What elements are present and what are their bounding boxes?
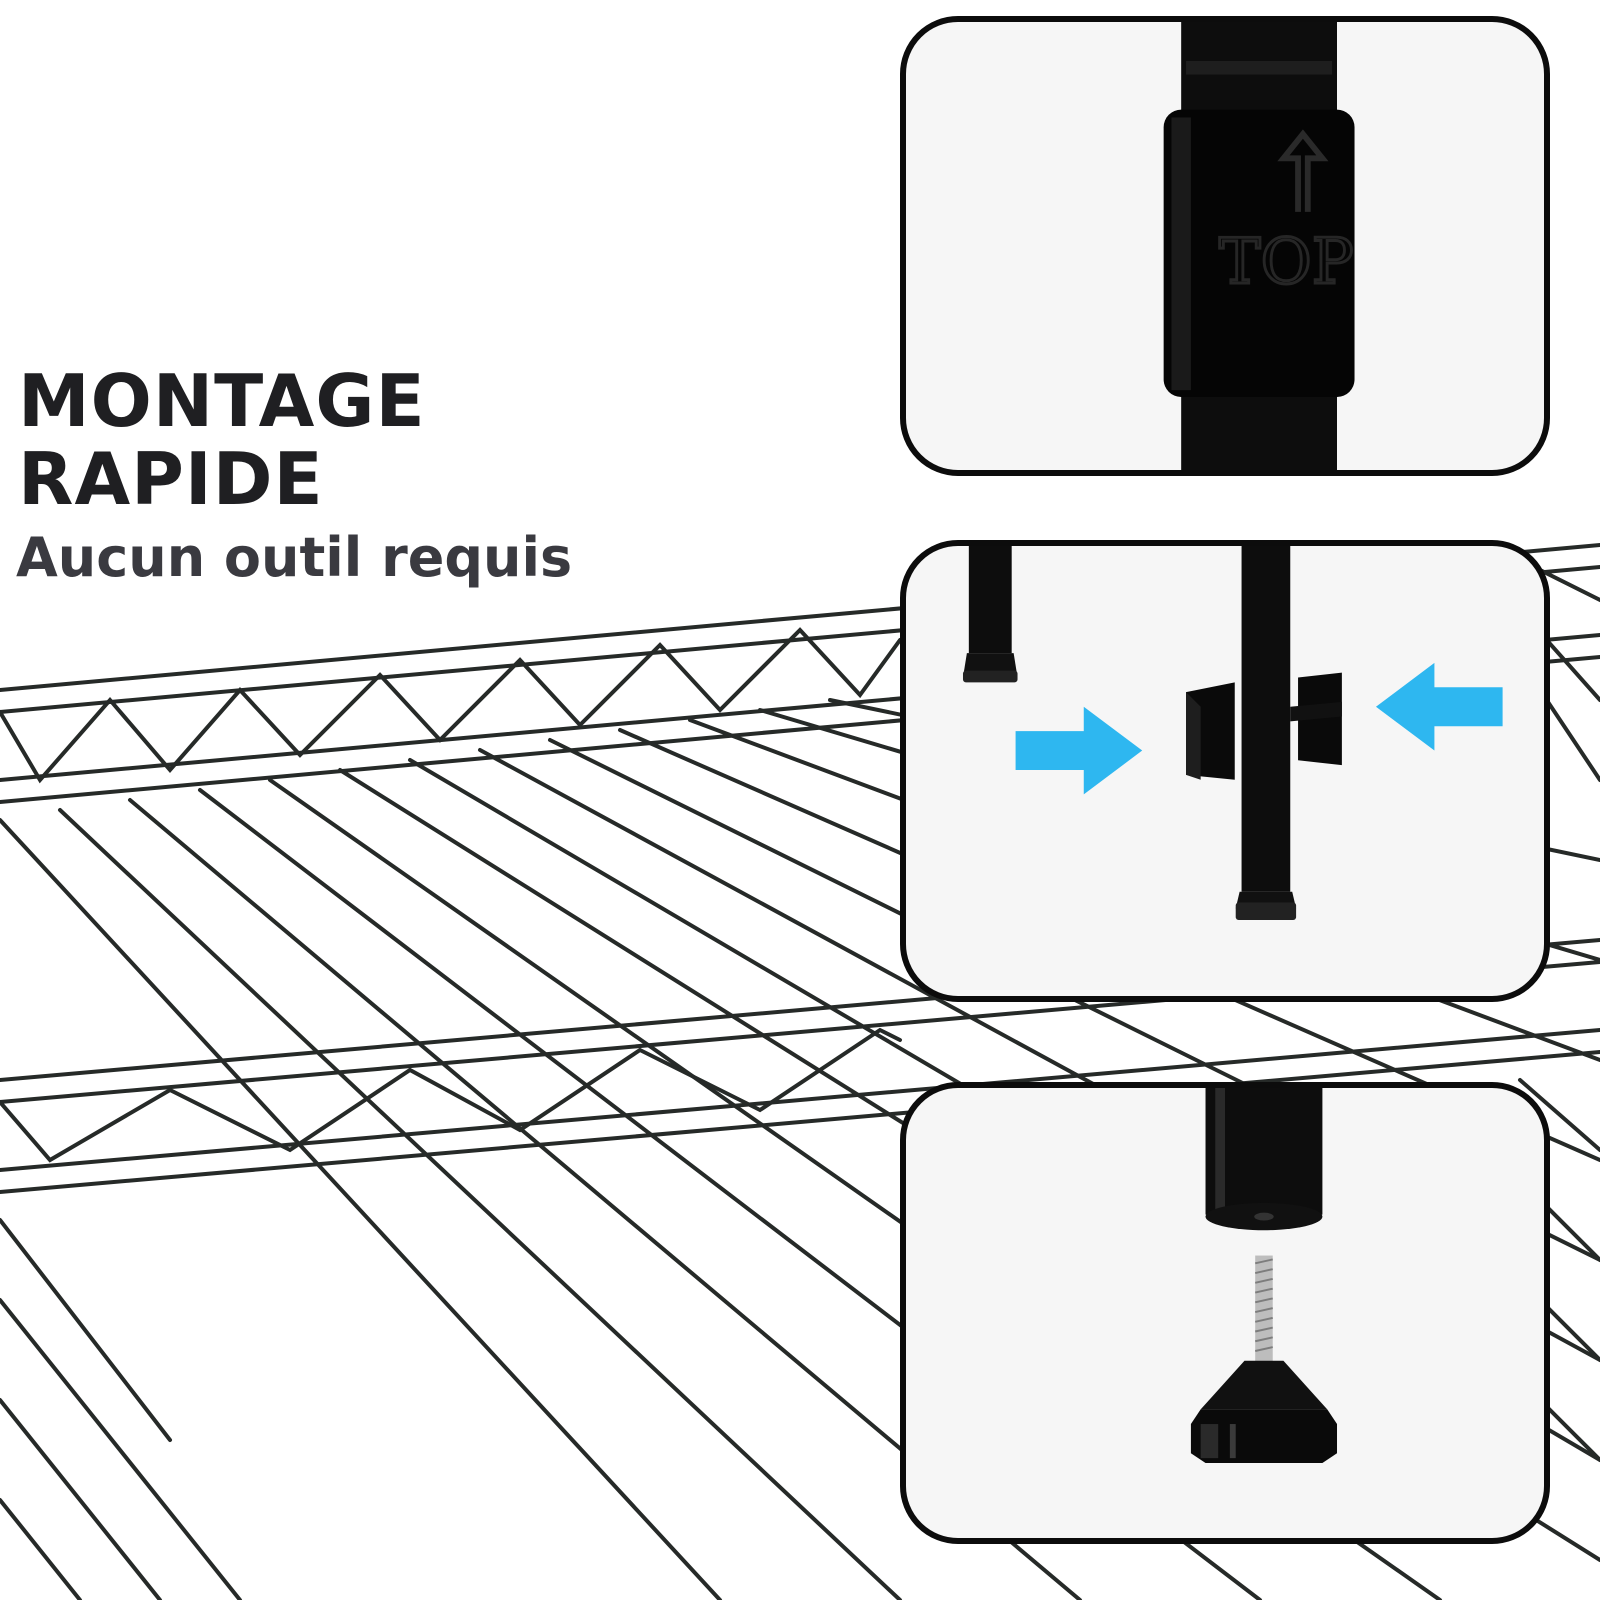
sleeve-marking: TOP [1219, 225, 1354, 298]
arrow-right-icon [1015, 706, 1143, 795]
subtitle: Aucun outil requis [16, 526, 573, 589]
panel-clip-assembly [900, 540, 1550, 1002]
leveling-foot-illustration [1190, 1088, 1338, 1463]
headline: MONTAGE RAPIDE [18, 362, 426, 518]
headline-line-1: MONTAGE [18, 359, 426, 443]
arrow-left-icon [1375, 662, 1503, 751]
top-arrow-icon [1277, 129, 1329, 212]
panel-post-sleeve: TOP [900, 16, 1550, 476]
clip-assembly-illustration [962, 546, 1503, 921]
headline-line-2: RAPIDE [18, 437, 324, 521]
panel-leveling-foot [900, 1082, 1550, 1544]
post-sleeve-illustration: TOP [1163, 22, 1355, 470]
